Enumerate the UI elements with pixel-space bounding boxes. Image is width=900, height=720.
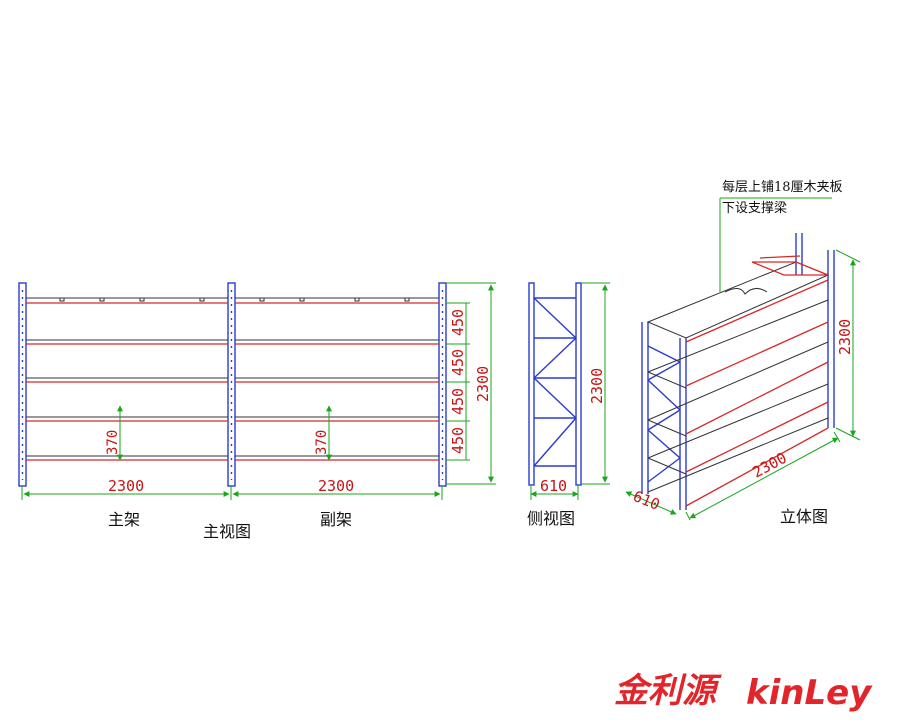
logo-english: kinLey [746, 673, 873, 713]
dim-width-sub: 2300 [318, 477, 354, 495]
front-upright-middle [227, 282, 236, 487]
front-upright-right [438, 282, 447, 487]
dim-iso-depth: 610 [631, 487, 663, 514]
iso-shelf-levels [646, 255, 830, 507]
front-level-dims [446, 282, 496, 485]
caption-main-frame: 主架 [108, 510, 140, 529]
iso-note-line-1: 每层上铺18厘木夹板 [722, 179, 843, 195]
dim-total-height-front: 2300 [474, 366, 492, 402]
front-view: 370 370 2300 2300 450 450 450 450 2300 主… [18, 282, 496, 541]
dim-side-height: 2300 [588, 368, 606, 404]
caption-iso-view: 立体图 [780, 507, 828, 526]
side-bracing [533, 297, 577, 467]
front-shelf-levels [26, 302, 439, 461]
dim-level-1: 450 [449, 309, 467, 336]
dim-side-depth: 610 [540, 477, 567, 495]
caption-front-view: 主视图 [203, 522, 251, 541]
logo-chinese: 金利源 [614, 671, 722, 711]
side-view: 2300 610 侧视图 [527, 282, 610, 528]
dim-clearance-main: 370 [105, 430, 121, 455]
dim-level-3: 450 [449, 388, 467, 415]
dim-level-2: 450 [449, 349, 467, 376]
dim-iso-height: 2300 [836, 319, 854, 355]
iso-note-line-2: 下设支撑梁 [722, 201, 787, 216]
caption-sub-frame: 副架 [320, 510, 352, 529]
dim-width-main: 2300 [108, 477, 144, 495]
dim-level-4: 450 [449, 427, 467, 454]
front-upright-left [18, 282, 27, 487]
dim-clearance-sub: 370 [314, 430, 330, 455]
caption-side-view: 侧视图 [527, 509, 575, 528]
dim-iso-length: 2300 [749, 449, 789, 482]
brand-logo: 金利源 kinLey [614, 671, 873, 713]
iso-view: 每层上铺18厘木夹板 下设支撑梁 2300 2300 610 立体图 [625, 179, 861, 526]
